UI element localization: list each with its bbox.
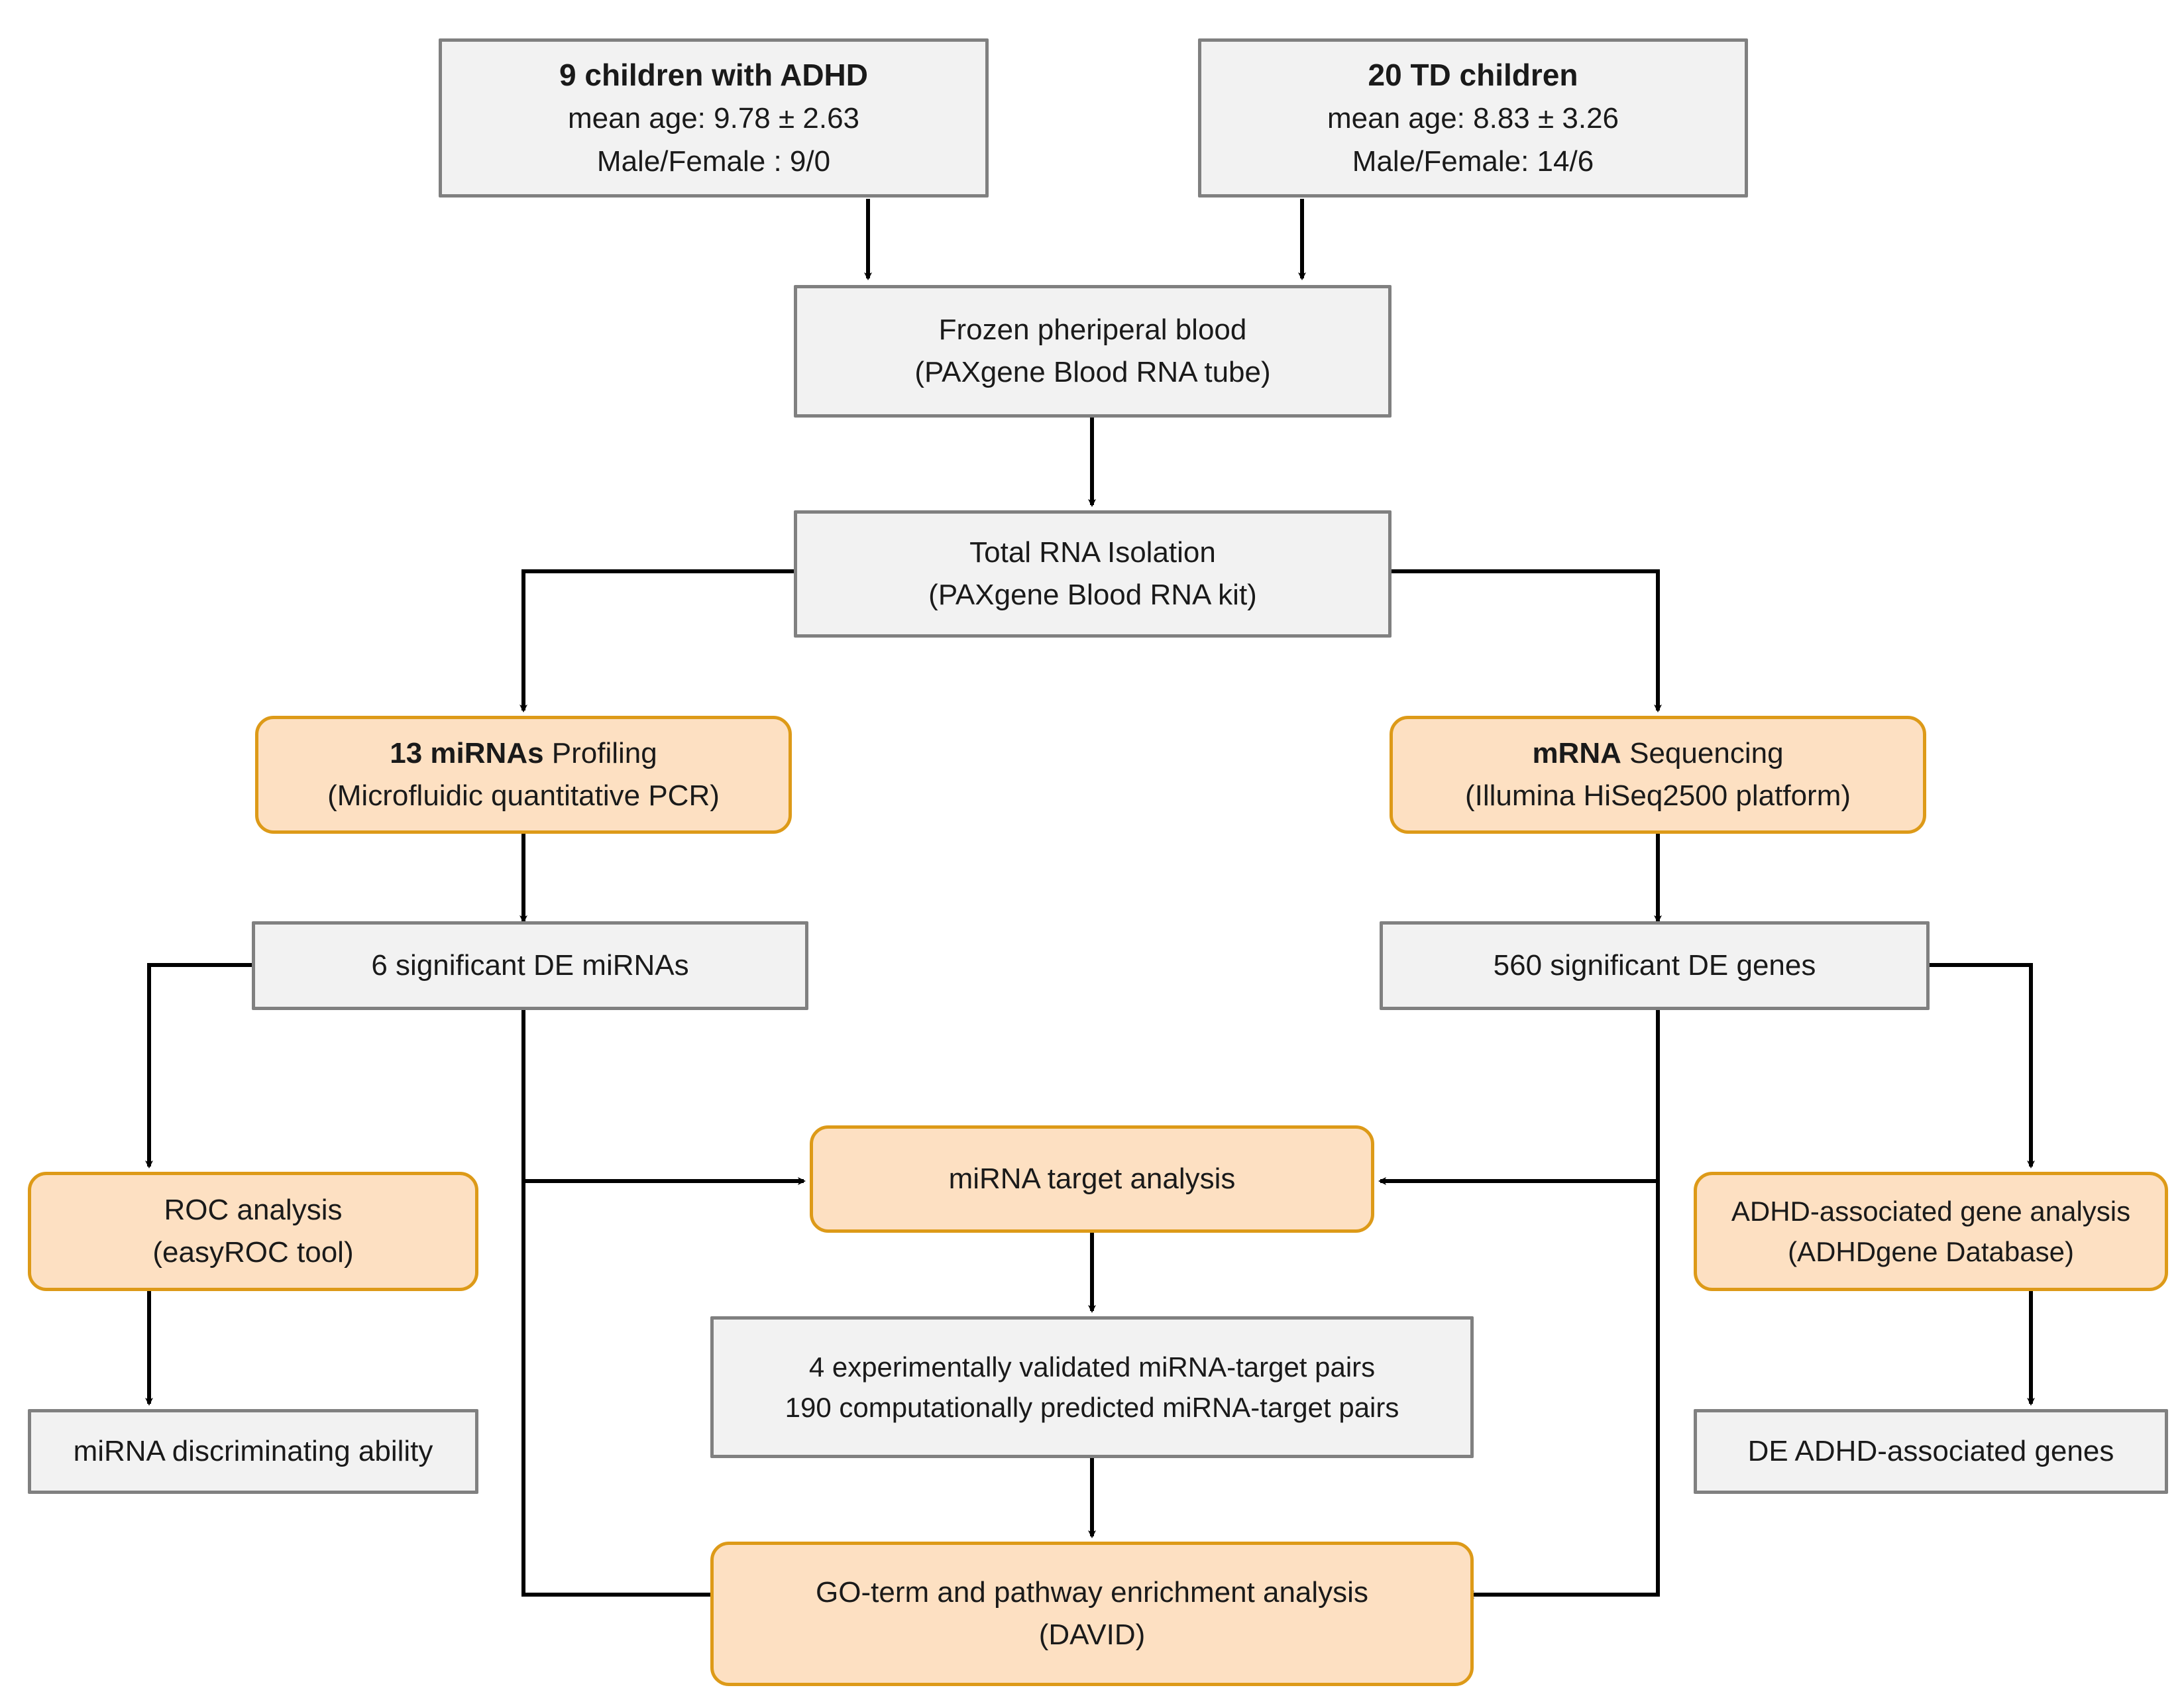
edge-de-mirnas-to-target (521, 1010, 806, 1185)
edge-de-genes-to-target (1378, 1010, 1660, 1185)
node-mirna-profiling[interactable]: 13 miRNAs Profiling (Microfluidic quanti… (255, 716, 792, 834)
de-genes-label: 560 significant DE genes (1493, 948, 1816, 982)
node-frozen-blood[interactable]: Frozen pheriperal blood (PAXgene Blood R… (794, 285, 1392, 418)
mirna-profiling-line1: 13 miRNAs Profiling (390, 732, 657, 775)
frozen-blood-line1: Frozen pheriperal blood (938, 313, 1247, 346)
edge-de-mirnas-to-go (521, 1181, 720, 1599)
mirna-profiling-suffix: Profiling (543, 736, 657, 769)
node-target-pairs[interactable]: 4 experimentally validated miRNA-target … (710, 1316, 1474, 1458)
mirna-profiling-count: 13 miRNAs (390, 736, 544, 769)
go-enrichment-line2: (DAVID) (1038, 1618, 1146, 1651)
roc-analysis-line2: (easyROC tool) (152, 1236, 354, 1269)
mrna-sequencing-line2: (Illumina HiSeq2500 platform) (1464, 779, 1851, 812)
adhd-group-title: 9 children with ADHD (559, 58, 868, 93)
go-enrichment-line1: GO-term and pathway enrichment analysis (816, 1575, 1368, 1609)
adhd-group-sex-ratio: Male/Female : 9/0 (596, 144, 831, 178)
mrna-sequencing-suffix: Sequencing (1621, 736, 1784, 769)
node-mirna-discriminating[interactable]: miRNA discriminating ability (28, 1409, 478, 1494)
target-pairs-predicted: 190 computationally predicted miRNA-targ… (785, 1392, 1399, 1423)
frozen-blood-line2: (PAXgene Blood RNA tube) (914, 356, 1271, 388)
edge-de-mirnas-to-roc (145, 963, 252, 1168)
node-adhd-group[interactable]: 9 children with ADHD mean age: 9.78 ± 2.… (439, 38, 989, 198)
de-mirnas-label: 6 significant DE miRNAs (371, 948, 689, 982)
edge-isolation-to-mrna (1392, 569, 1662, 712)
adhd-gene-analysis-line1: ADHD-associated gene analysis (1731, 1195, 2131, 1227)
adhd-gene-analysis-line2: (ADHDgene Database) (1788, 1236, 2074, 1267)
mrna-sequencing-line1: mRNA Sequencing (1532, 732, 1783, 775)
mirna-target-analysis-label: miRNA target analysis (948, 1162, 1236, 1195)
edge-isolation-to-mirna (519, 569, 795, 712)
node-rna-isolation[interactable]: Total RNA Isolation (PAXgene Blood RNA k… (794, 510, 1392, 638)
roc-analysis-line1: ROC analysis (164, 1193, 343, 1226)
target-pairs-validated: 4 experimentally validated miRNA-target … (808, 1351, 1376, 1383)
node-mirna-target-analysis[interactable]: miRNA target analysis (810, 1125, 1374, 1233)
rna-isolation-line1: Total RNA Isolation (969, 536, 1216, 569)
mirna-profiling-line2: (Microfluidic quantitative PCR) (327, 779, 720, 812)
td-group-mean-age: mean age: 8.83 ± 3.26 (1327, 102, 1619, 135)
adhd-group-mean-age: mean age: 9.78 ± 2.63 (567, 102, 860, 135)
rna-isolation-line2: (PAXgene Blood RNA kit) (928, 579, 1257, 611)
node-adhd-gene-analysis[interactable]: ADHD-associated gene analysis (ADHDgene … (1694, 1172, 2168, 1291)
mirna-discriminating-label: miRNA discriminating ability (73, 1434, 433, 1467)
mrna-sequencing-type: mRNA (1532, 736, 1621, 769)
node-go-enrichment[interactable]: GO-term and pathway enrichment analysis … (710, 1542, 1474, 1686)
node-roc-analysis[interactable]: ROC analysis (easyROC tool) (28, 1172, 478, 1291)
node-td-group[interactable]: 20 TD children mean age: 8.83 ± 3.26 Mal… (1198, 38, 1748, 198)
td-group-title: 20 TD children (1368, 58, 1578, 93)
edge-de-genes-to-go (1466, 1181, 1660, 1599)
node-de-adhd-genes[interactable]: DE ADHD-associated genes (1694, 1409, 2168, 1494)
node-de-genes[interactable]: 560 significant DE genes (1380, 921, 1930, 1010)
node-mrna-sequencing[interactable]: mRNA Sequencing (Illumina HiSeq2500 plat… (1390, 716, 1926, 834)
de-adhd-genes-label: DE ADHD-associated genes (1747, 1434, 2114, 1467)
td-group-sex-ratio: Male/Female: 14/6 (1352, 144, 1594, 178)
edge-de-genes-to-adhd (1930, 963, 2035, 1168)
node-de-mirnas[interactable]: 6 significant DE miRNAs (252, 921, 808, 1010)
